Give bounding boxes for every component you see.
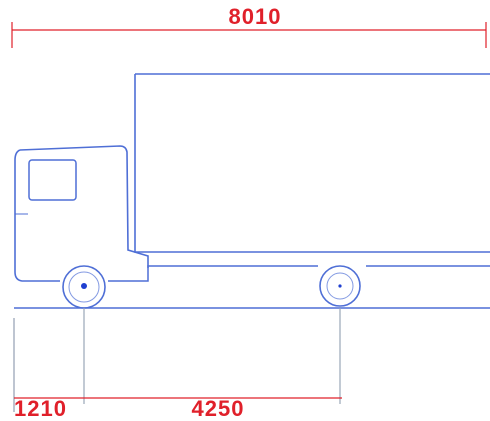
front-wheel-rim bbox=[68, 271, 100, 303]
overall-length-label: 8010 bbox=[229, 4, 282, 29]
extension-lines bbox=[13, 308, 341, 412]
chassis-frame bbox=[108, 265, 490, 282]
rear-wheel-tire bbox=[319, 265, 361, 307]
cargo-box-outline bbox=[134, 73, 490, 253]
cargo-box bbox=[134, 73, 490, 253]
rear-wheel-rim bbox=[326, 272, 354, 300]
cab-window bbox=[28, 159, 77, 201]
overall-length-dimension: 8010 bbox=[11, 4, 487, 48]
front-wheel-hub bbox=[81, 283, 87, 289]
bottom-dimension: 1210 4250 bbox=[14, 396, 342, 421]
rear-wheel bbox=[319, 265, 361, 307]
truck-cab bbox=[14, 145, 149, 282]
front-wheel bbox=[62, 265, 106, 309]
cab-outline bbox=[14, 145, 149, 282]
wheelbase-label: 4250 bbox=[192, 396, 245, 421]
front-overhang-label: 1210 bbox=[14, 396, 67, 421]
rear-wheel-hub bbox=[338, 284, 342, 288]
chassis-front-section bbox=[108, 265, 318, 282]
